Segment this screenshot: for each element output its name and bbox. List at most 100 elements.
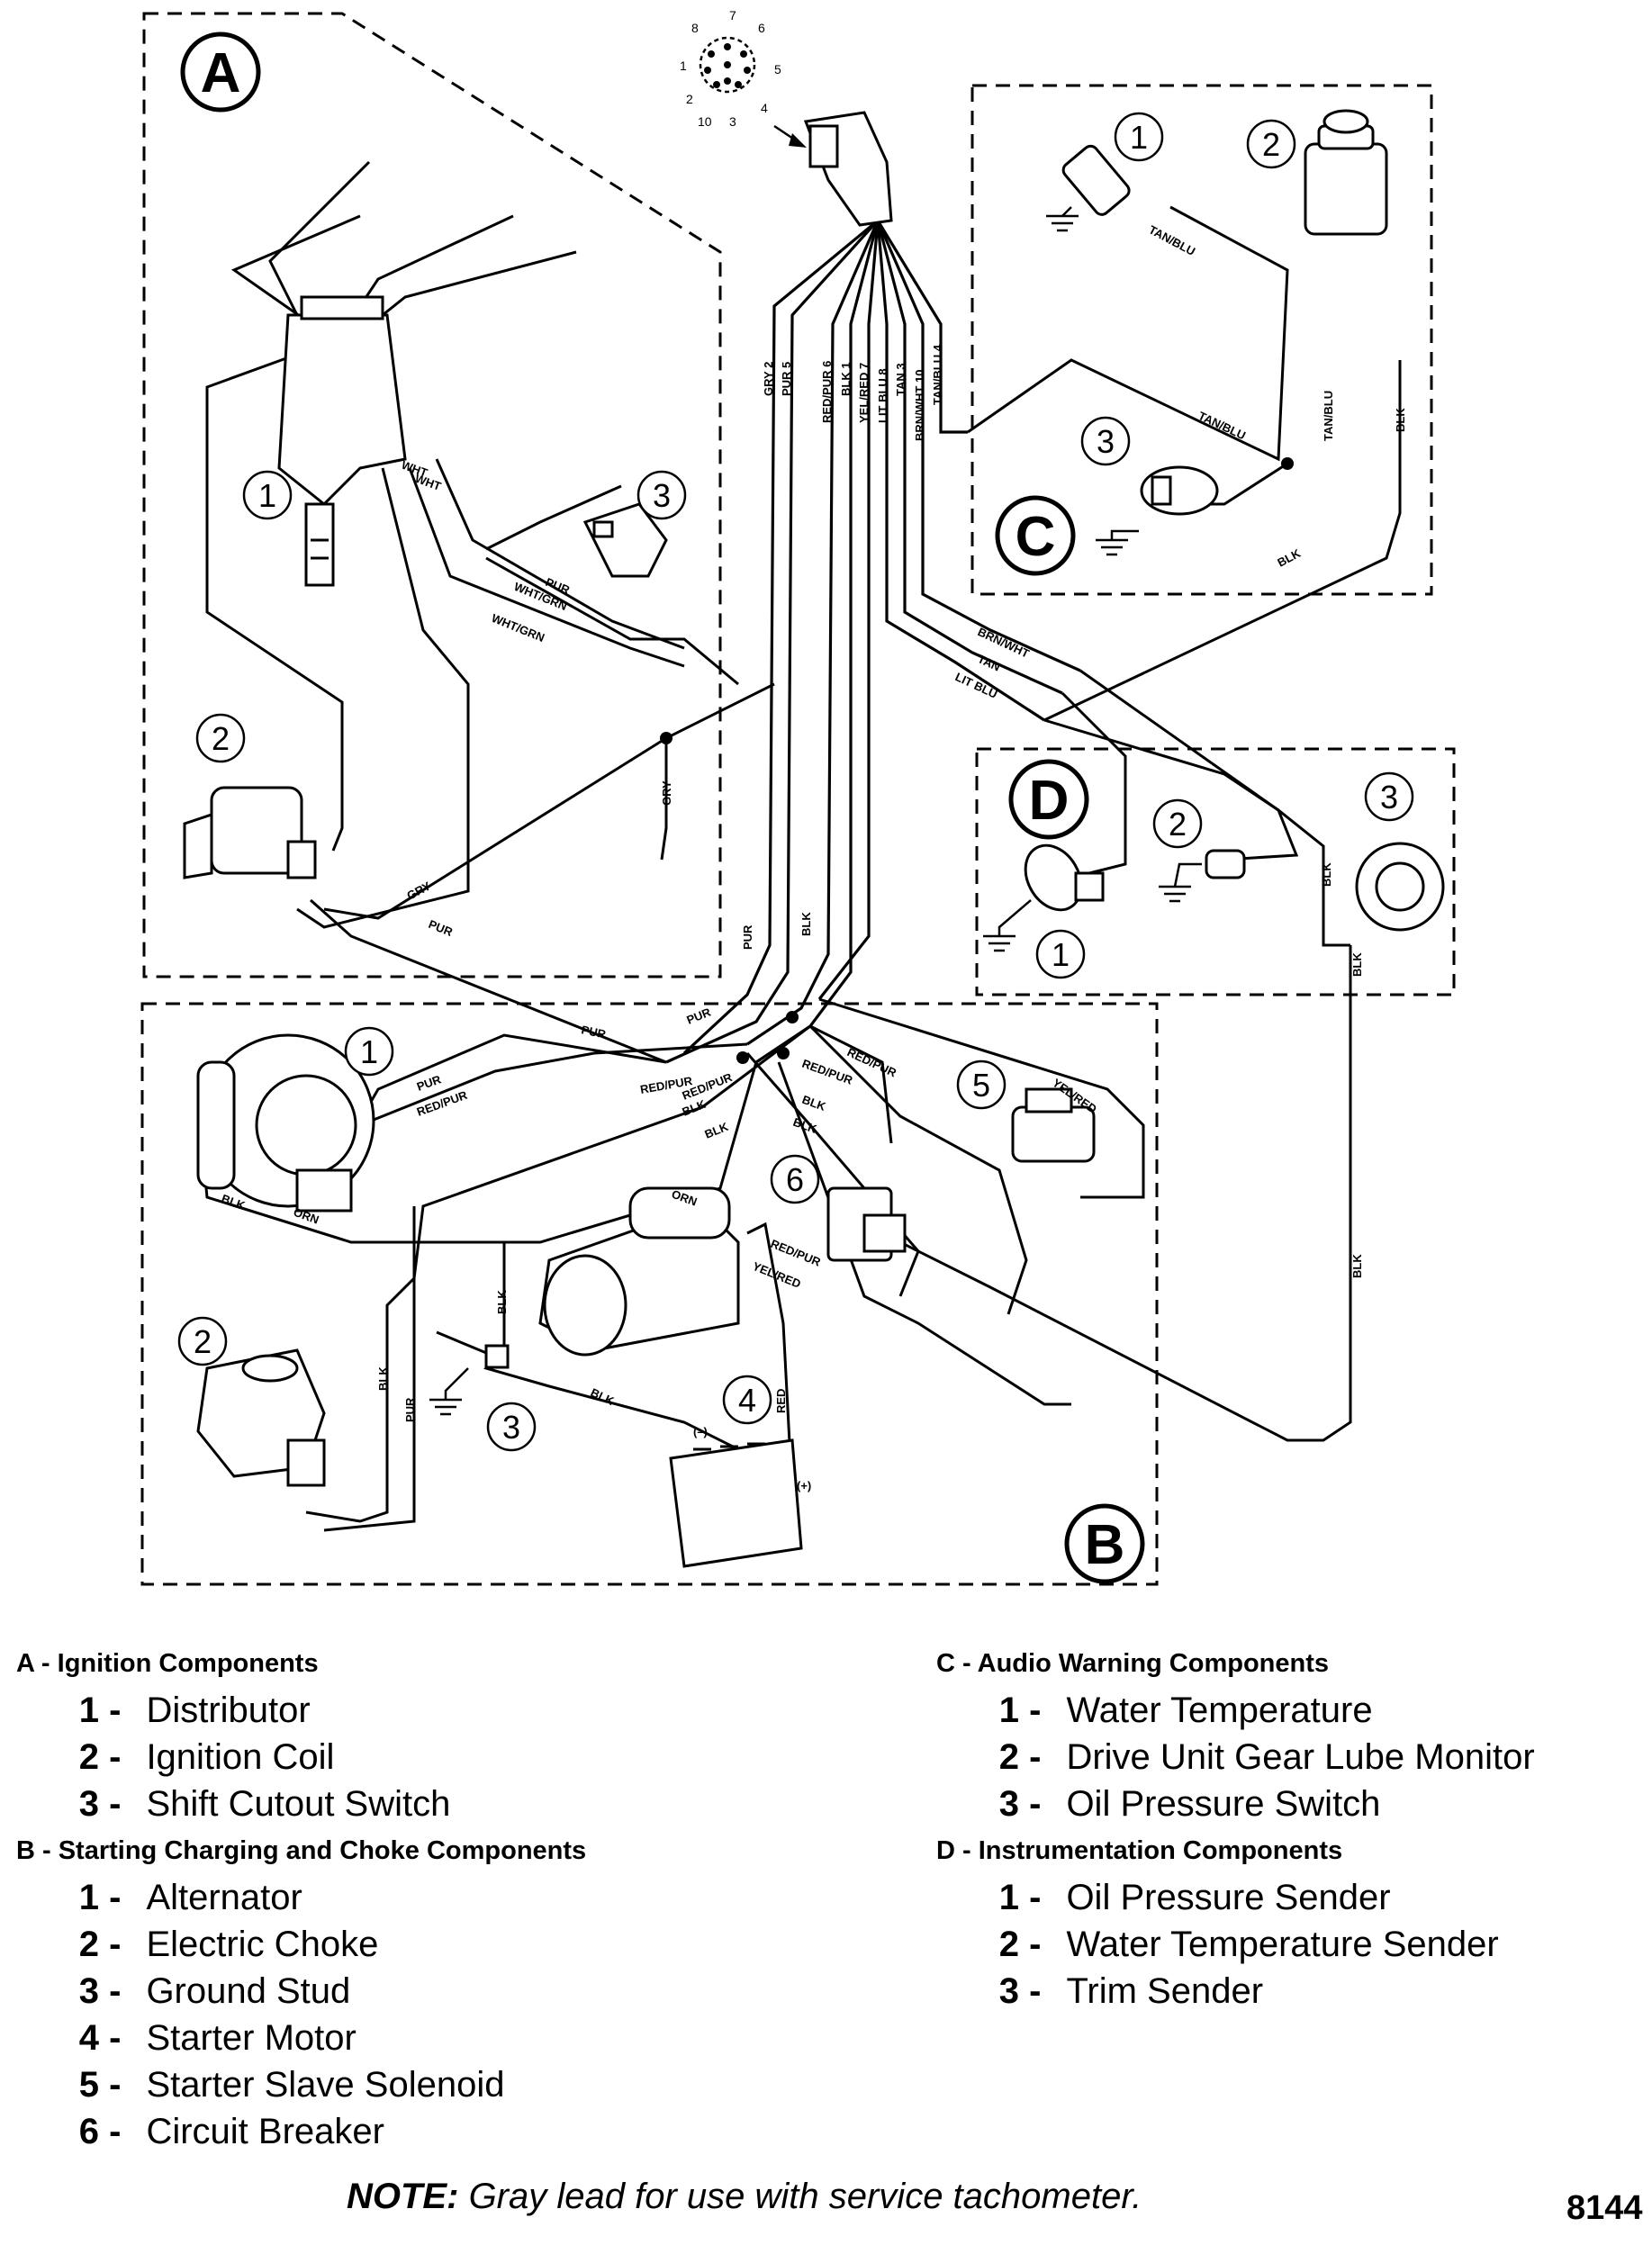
pin-label: 7 bbox=[729, 8, 736, 23]
wire-wht-shift bbox=[485, 484, 622, 551]
section-letter-c: C bbox=[1016, 506, 1056, 568]
shift-cutout-switch-drawing bbox=[582, 502, 668, 578]
callout-d-2: 2 bbox=[1169, 806, 1187, 843]
callout-c-1: 1 bbox=[1130, 119, 1148, 156]
section-b-boundary bbox=[140, 1002, 1159, 1586]
legend-item: 1 -Alternator bbox=[78, 1878, 302, 1917]
pin-label: 2 bbox=[686, 92, 693, 106]
harness-wire-lit-blu bbox=[876, 220, 1045, 722]
wire-blk-dist-coil bbox=[205, 349, 344, 852]
legend-group-title: D - Instrumentation Components bbox=[936, 1836, 1343, 1865]
note-text: Gray lead for use with service tachomete… bbox=[468, 2177, 1142, 2216]
harness-label: TAN 3 bbox=[894, 363, 907, 396]
legend-group-title: A - Ignition Components bbox=[16, 1649, 319, 1678]
legend-item: 3 -Shift Cutout Switch bbox=[78, 1784, 451, 1824]
distributor-drawing bbox=[277, 295, 407, 587]
note-prefix: NOTE: bbox=[347, 2177, 459, 2216]
ground-symbol bbox=[983, 899, 1032, 952]
legend-group-title: C - Audio Warning Components bbox=[936, 1649, 1330, 1678]
wire-label: BLK bbox=[495, 1290, 509, 1314]
pin-label: 8 bbox=[691, 21, 699, 35]
gear-lube-monitor-drawing bbox=[1304, 109, 1388, 236]
callout-a-1: 1 bbox=[258, 477, 276, 514]
wire-tan-blu-c bbox=[967, 205, 1289, 462]
wire-gry-a bbox=[323, 682, 775, 920]
water-temp-sender-d-drawing bbox=[1205, 849, 1246, 879]
legend-item: 1 -Distributor bbox=[78, 1691, 311, 1730]
wire-blk-b-main bbox=[305, 1024, 811, 1523]
section-c-boundary bbox=[970, 84, 1433, 596]
legend-item: 3 -Trim Sender bbox=[998, 1971, 1264, 2011]
wire-gry-tach bbox=[660, 738, 668, 861]
pin-label: 3 bbox=[729, 114, 736, 129]
legend-item: 1 -Water Temperature bbox=[998, 1691, 1373, 1730]
wire-label: PUR bbox=[741, 924, 754, 950]
ground-symbol bbox=[429, 1367, 469, 1416]
wire-label: PUR bbox=[415, 1072, 443, 1094]
legend-item: 5 -Starter Slave Solenoid bbox=[78, 2065, 505, 2105]
wire-brn-wht-d bbox=[1079, 669, 1299, 861]
wire-wht-coil bbox=[296, 467, 470, 929]
figure-number: 8144 bbox=[1566, 2189, 1643, 2227]
wiring-diagram: 1 2 3 4 5 6 7 8 10 GRY 2 PUR 5 RED/PUR 6… bbox=[140, 8, 1456, 1586]
service-note: NOTE: Gray lead for use with service tac… bbox=[347, 2177, 1142, 2217]
pin-label: 4 bbox=[761, 101, 768, 115]
section-a-boundary bbox=[142, 12, 722, 978]
connector-pinout: 1 2 3 4 5 6 7 8 10 bbox=[680, 8, 807, 148]
callout-c-2: 2 bbox=[1262, 126, 1280, 163]
wire-label: RED/PUR bbox=[769, 1237, 823, 1269]
wire-pur-a bbox=[435, 458, 685, 650]
wire-lit-blu-d bbox=[1043, 718, 1350, 947]
wire-label: BLK bbox=[1350, 952, 1364, 977]
wire-tan-d bbox=[1061, 691, 1127, 875]
harness-label: GRY 2 bbox=[762, 362, 775, 396]
callout-b-2: 2 bbox=[194, 1323, 212, 1360]
trim-sender-drawing bbox=[1355, 842, 1445, 932]
ignition-coil-drawing bbox=[183, 786, 317, 879]
wire-label: BLK bbox=[376, 1366, 390, 1391]
harness-wire-red-pur bbox=[746, 220, 880, 1046]
harness-label: PUR 5 bbox=[780, 362, 793, 396]
legend-item: 3 -Oil Pressure Switch bbox=[998, 1784, 1381, 1824]
legend-left: A - Ignition Components 1 -Distributor 2… bbox=[16, 1640, 898, 2155]
oil-pressure-switch-c-drawing bbox=[1140, 465, 1219, 516]
harness-wire-pur bbox=[665, 219, 880, 1064]
water-temp-switch-c-drawing bbox=[1061, 144, 1131, 216]
wire-red-battery bbox=[746, 1222, 794, 1495]
wire-blk-to-c bbox=[1043, 360, 1402, 722]
ground-stud-drawing bbox=[436, 1330, 510, 1369]
battery-pos-label: (+) bbox=[797, 1479, 811, 1492]
wire-label: PUR bbox=[580, 1023, 608, 1041]
wire-orn-b bbox=[201, 1061, 758, 1244]
wire-pur-choke bbox=[323, 1206, 416, 1532]
wire-blk-trim bbox=[863, 945, 1352, 1442]
section-letter-d: D bbox=[1029, 770, 1070, 832]
legend-item: 4 -Starter Motor bbox=[78, 2018, 357, 2058]
ground-symbol bbox=[1159, 862, 1202, 903]
splice-dot bbox=[786, 1011, 799, 1023]
wire-label: PUR bbox=[403, 1397, 417, 1422]
wire-plug-2 bbox=[230, 214, 361, 335]
callout-d-1: 1 bbox=[1052, 936, 1070, 973]
wire-red-pur-breaker bbox=[809, 1024, 893, 1144]
wire-label: BLK bbox=[1275, 546, 1303, 570]
wire-label: RED bbox=[774, 1389, 788, 1413]
harness-wire-gry bbox=[682, 219, 880, 1055]
pin-label: 1 bbox=[680, 59, 687, 73]
legend-group-title: B - Starting Charging and Choke Componen… bbox=[16, 1836, 587, 1865]
wire-label: PUR bbox=[427, 917, 456, 939]
wire-label: TAN/BLU bbox=[1147, 222, 1198, 258]
harness-label: BRN/WHT 10 bbox=[913, 370, 926, 441]
wire-label: BLK bbox=[703, 1120, 731, 1141]
wire-blk-solenoid bbox=[808, 1024, 1028, 1315]
circuit-breaker-drawing bbox=[826, 1186, 907, 1262]
splice-dot bbox=[777, 1047, 790, 1059]
ground-symbol bbox=[1096, 529, 1139, 556]
pin-label: 6 bbox=[758, 21, 765, 35]
legend-item: 2 -Drive Unit Gear Lube Monitor bbox=[998, 1737, 1535, 1777]
harness-label: LIT BLU 8 bbox=[876, 368, 889, 423]
wire-label: BLK bbox=[1394, 408, 1407, 432]
callout-d-3: 3 bbox=[1380, 779, 1398, 816]
wire-pur-shift bbox=[485, 556, 739, 686]
callout-b-6: 6 bbox=[786, 1161, 804, 1198]
